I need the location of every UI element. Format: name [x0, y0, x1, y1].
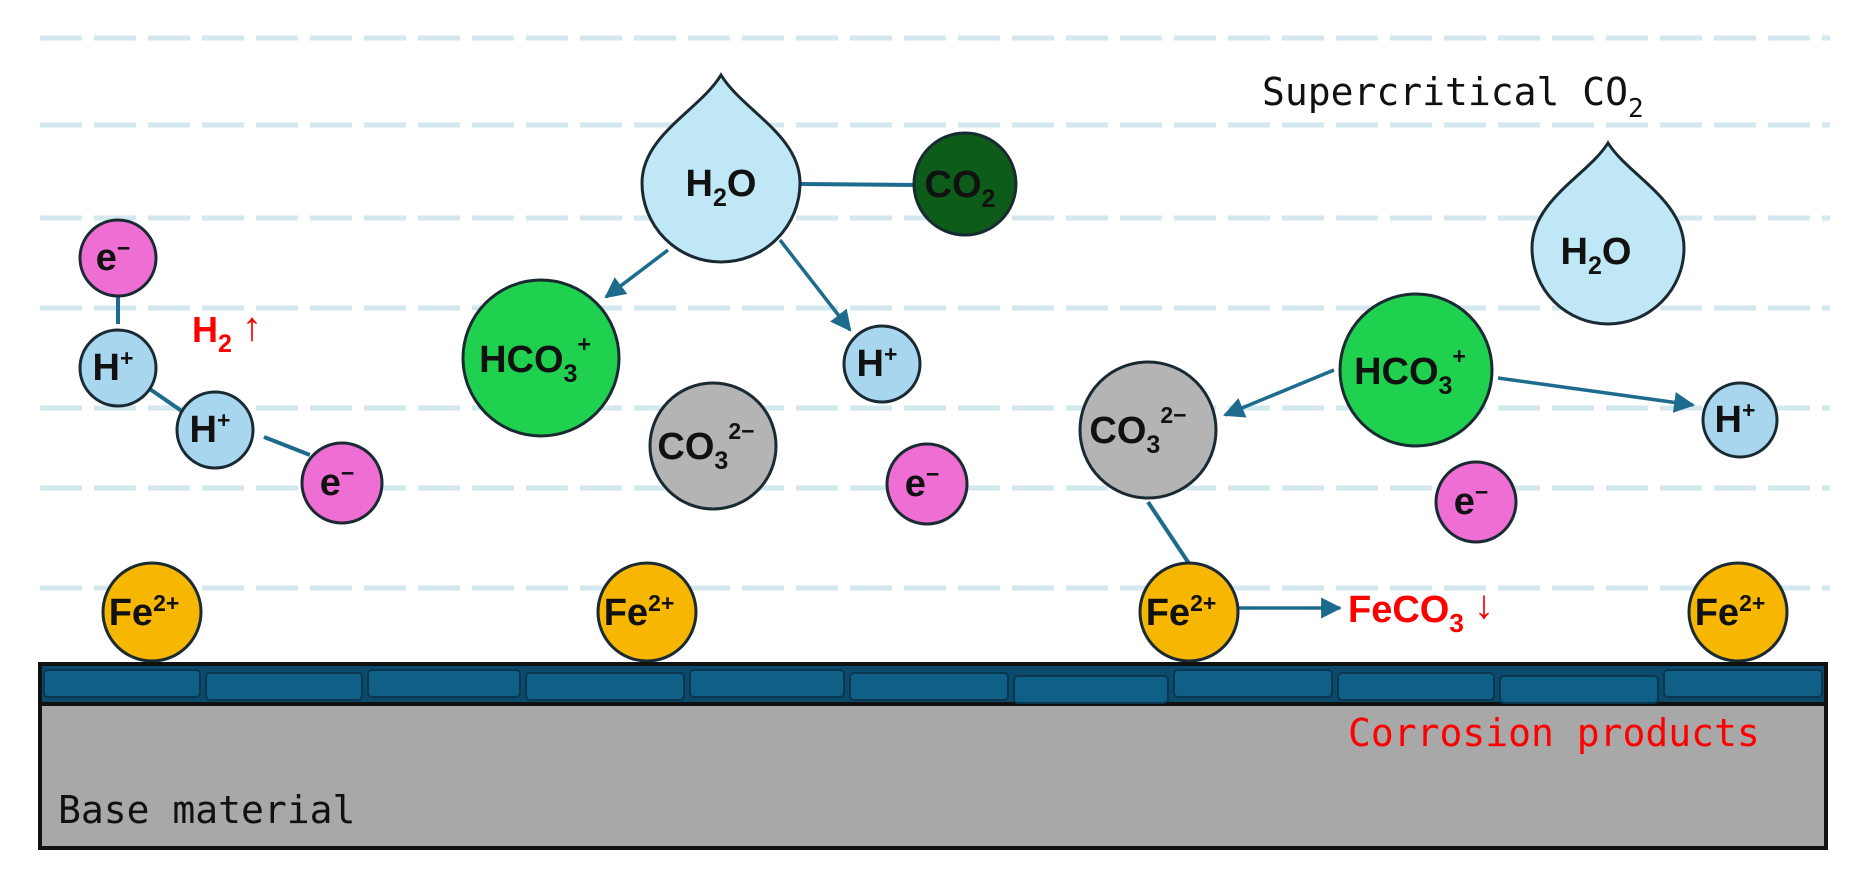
fe-ion-2: Fe2+: [596, 561, 698, 663]
svg-text:CO32−: CO32−: [657, 418, 754, 475]
h-ion-left-upper: H+: [78, 328, 158, 408]
hco3-ion-right: HCO3+: [1338, 292, 1494, 448]
fe-ion-1: Fe2+: [101, 561, 203, 663]
down-arrow-icon: ↓: [1474, 583, 1494, 627]
svg-text:Fe2+: Fe2+: [1695, 590, 1766, 634]
co3-ion-left: CO32−: [648, 381, 778, 511]
svg-text:H2O: H2O: [686, 163, 757, 212]
svg-text:H2O: H2O: [1561, 231, 1632, 280]
supercritical-co2-label: Supercritical CO2: [1262, 70, 1644, 124]
svg-text:e−: e−: [320, 460, 355, 504]
water-droplet-icon: [1530, 140, 1686, 326]
svg-text:H+: H+: [1715, 397, 1756, 441]
svg-text:e−: e−: [96, 235, 131, 279]
h-ion-center: H+: [842, 324, 922, 404]
fe-ion-4: Fe2+: [1687, 561, 1789, 663]
svg-text:e−: e−: [905, 461, 940, 505]
electron-center: e−: [885, 442, 969, 526]
electron-left: e−: [300, 441, 384, 525]
svg-text:Fe2+: Fe2+: [1146, 590, 1217, 634]
corrosion-tiles: [43, 669, 1823, 704]
svg-text:HCO3+: HCO3+: [479, 331, 591, 388]
electron-top-left: e−: [78, 218, 158, 298]
co3-ion-right: CO32−: [1078, 360, 1218, 500]
co2-molecule: CO2: [912, 131, 1018, 237]
svg-text:Fe2+: Fe2+: [604, 590, 675, 634]
feco3-precipitate-product: FeCO3↓: [1348, 583, 1494, 638]
base-material-label: Base material: [58, 788, 355, 832]
electron-right: e−: [1434, 460, 1518, 544]
svg-text:H+: H+: [93, 345, 134, 389]
water-droplet-icon: [640, 72, 802, 264]
up-arrow-icon: ↑: [242, 305, 262, 349]
h-ion-left-lower: H+: [175, 390, 255, 470]
reaction-connectors: [116, 182, 1696, 619]
base-material: [38, 662, 1828, 850]
h2o-droplet-left: H2O: [640, 72, 802, 264]
corrosion-products-label: Corrosion products: [1348, 711, 1760, 755]
h-ion-right: H+: [1701, 381, 1779, 459]
svg-text:e−: e−: [1454, 479, 1489, 523]
fe-ion-3: Fe2+: [1138, 561, 1240, 663]
svg-text:HCO3+: HCO3+: [1354, 343, 1466, 400]
svg-text:H+: H+: [190, 407, 231, 451]
h2-gas-product: H2↑: [192, 305, 262, 358]
hco3-ion-left: HCO3+: [461, 278, 621, 438]
svg-text:Fe2+: Fe2+: [109, 590, 180, 634]
svg-text:CO2: CO2: [925, 164, 996, 213]
h2o-droplet-right: H2O: [1530, 140, 1686, 326]
svg-text:CO32−: CO32−: [1089, 402, 1186, 459]
svg-text:H+: H+: [857, 341, 898, 385]
